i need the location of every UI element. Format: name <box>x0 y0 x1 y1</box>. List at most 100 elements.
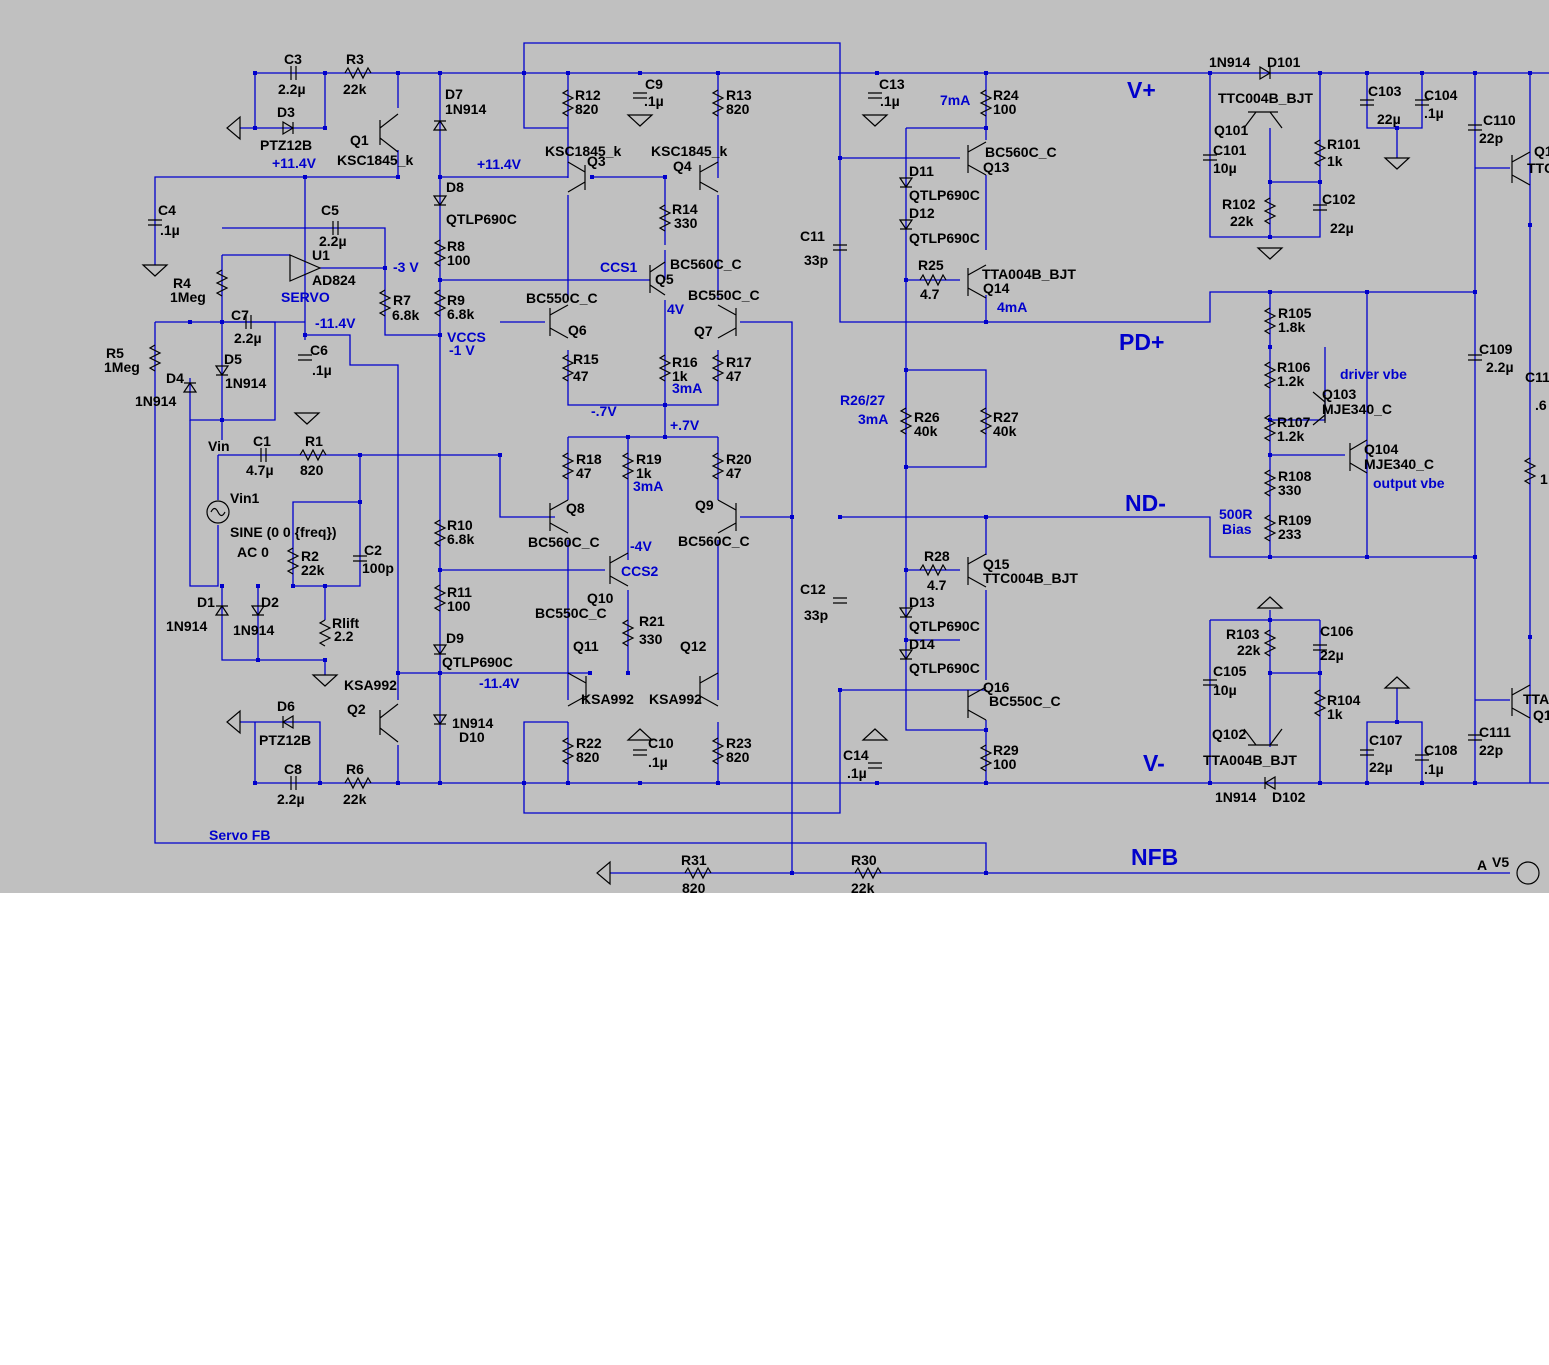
resistor-R101 <box>1313 139 1327 167</box>
ground-icon <box>311 674 339 687</box>
resistor-R25 <box>919 273 947 287</box>
label: C4 <box>158 202 176 218</box>
capacitor-C105 <box>1203 679 1217 686</box>
resistor-R7 <box>378 289 392 317</box>
label: D101 <box>1267 54 1301 70</box>
label: C3 <box>284 51 302 67</box>
resistor-R107 <box>1263 414 1277 442</box>
note-label: +11.4V <box>272 155 317 171</box>
transistor-Q4 <box>699 161 719 193</box>
resistor-R21 <box>621 619 635 647</box>
sine-source-Vin1 <box>206 500 230 524</box>
label: D102 <box>1272 789 1306 805</box>
resistor-R27 <box>979 407 993 435</box>
transistor-Q101 <box>1243 111 1283 129</box>
label: 1N914 <box>225 375 266 391</box>
label: R109 <box>1278 512 1312 528</box>
capacitor-C109 <box>1468 354 1482 361</box>
label: R9 <box>447 292 465 308</box>
note-label: -11.4V <box>315 315 356 331</box>
label: D12 <box>909 205 935 221</box>
ground-icon <box>596 860 611 886</box>
capacitor-C5 <box>332 221 339 235</box>
label: 22µ <box>1377 111 1401 127</box>
label: 22k <box>1237 642 1261 658</box>
label: TTA004B_BJT <box>982 266 1076 282</box>
resistor-R28 <box>919 563 947 577</box>
label: R6 <box>346 761 364 777</box>
label: R108 <box>1278 468 1312 484</box>
label: 2.2µ <box>277 791 305 807</box>
resistor-R6 <box>344 776 372 790</box>
label: C6 <box>310 342 328 358</box>
diode-D9 <box>432 644 448 656</box>
label: R17 <box>726 354 752 370</box>
resistor-R102 <box>1263 197 1277 225</box>
transistor-Q11 <box>567 672 587 707</box>
label: .1µ <box>312 362 332 378</box>
label: MJE340_C <box>1322 401 1392 417</box>
diode-D8 <box>432 195 448 207</box>
label: .6 <box>1535 397 1547 413</box>
label: R5 <box>106 345 124 361</box>
resistor-R26 <box>899 407 913 435</box>
label: D2 <box>261 594 279 610</box>
ground-icon <box>226 115 241 141</box>
resistor-R104 <box>1313 689 1327 717</box>
note-label: 3mA <box>633 478 663 494</box>
resistor-R106 <box>1263 361 1277 389</box>
diode-D11 <box>898 177 914 189</box>
label: C10 <box>648 735 674 751</box>
label: Q10 <box>587 590 614 606</box>
resistors <box>148 66 1537 880</box>
label: Q1 <box>350 132 369 148</box>
label: C11 <box>800 228 825 244</box>
label: BC560C_C <box>985 144 1057 160</box>
label: R28 <box>924 548 950 564</box>
label: 22k <box>851 880 875 893</box>
diode-D102 <box>1263 775 1276 791</box>
capacitor-C7 <box>245 315 252 329</box>
label: 22k <box>301 562 325 578</box>
label: 1k <box>672 368 688 384</box>
label: 2.2 <box>334 628 354 644</box>
label: Q7 <box>694 323 713 339</box>
label: .1µ <box>1424 761 1444 777</box>
resistor-R14 <box>658 204 672 232</box>
label: KSA992 <box>581 691 634 707</box>
label: C14 <box>843 747 869 763</box>
transistor-Q7 <box>717 304 737 339</box>
resistor-R23 <box>711 737 725 765</box>
label: C106 <box>1320 623 1354 639</box>
ground-icon <box>293 412 321 425</box>
label: C110 <box>1483 112 1516 128</box>
label: 1Meg <box>104 359 140 375</box>
label: 1N914 <box>1215 789 1256 805</box>
capacitor-C8 <box>290 776 297 790</box>
label: Rlift <box>332 615 360 631</box>
note-label: -4V <box>630 538 652 554</box>
note-label: VCCS <box>447 329 486 345</box>
resistor-R103 <box>1263 629 1277 657</box>
label: 100p <box>362 560 394 576</box>
capacitor-C2 <box>353 555 367 562</box>
label: D4 <box>166 370 184 386</box>
resistor-R29 <box>979 744 993 772</box>
label: 820 <box>300 462 324 478</box>
diode-D14 <box>898 649 914 661</box>
resistor-R22 <box>561 737 575 765</box>
rail-nd-label: ND- <box>1125 490 1166 516</box>
label: 1.2k <box>1277 373 1304 389</box>
label: C13 <box>879 76 905 92</box>
label: 100 <box>993 756 1017 772</box>
schematic-sheet: C3 2.2µ R3 22k D3 PTZ12B Q1 KSC1845_k D7… <box>0 0 1549 893</box>
ground-icon <box>1383 676 1411 689</box>
transistor-Q5 <box>649 261 666 296</box>
label: R25 <box>918 257 944 273</box>
resistor-R105 <box>1263 307 1277 335</box>
transistor-Q10 <box>609 552 629 587</box>
label: MJE340_C <box>1364 456 1434 472</box>
capacitor-C13 <box>868 92 882 99</box>
label: 1N914 <box>166 618 207 634</box>
label: R29 <box>993 742 1019 758</box>
